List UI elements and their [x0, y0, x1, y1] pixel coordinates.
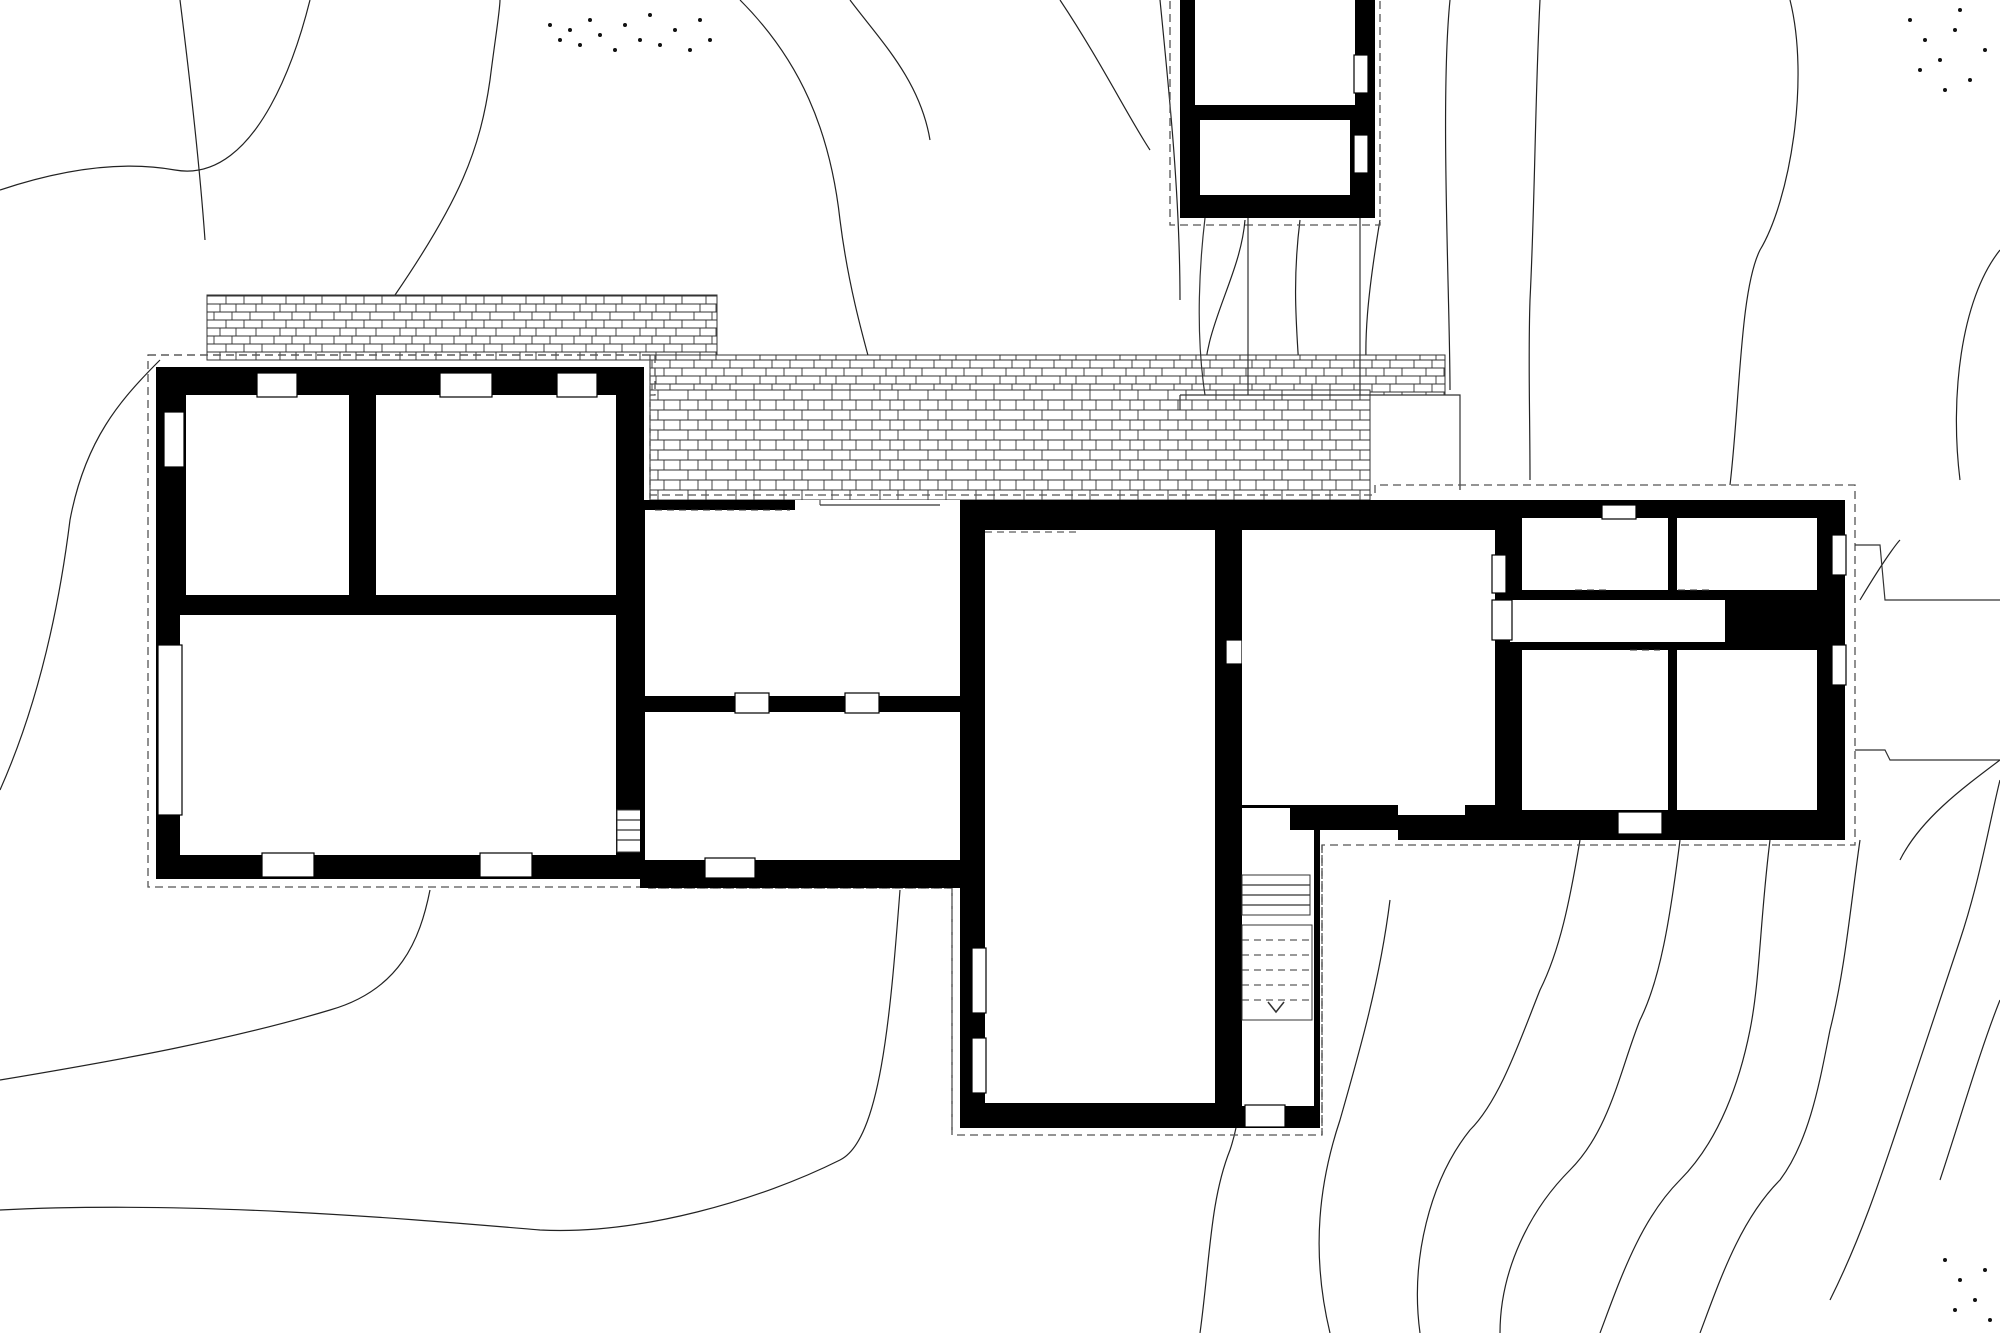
stair-arrow-icon [1267, 1001, 1285, 1014]
outbuilding [1169, 0, 1381, 396]
tree-foliage-icon [548, 8, 1992, 1322]
building-footprint-outline [148, 354, 1856, 1136]
east-wing [1242, 500, 2000, 840]
central-wing [640, 500, 976, 888]
west-wing [156, 367, 674, 879]
long-hall [960, 500, 1329, 1128]
